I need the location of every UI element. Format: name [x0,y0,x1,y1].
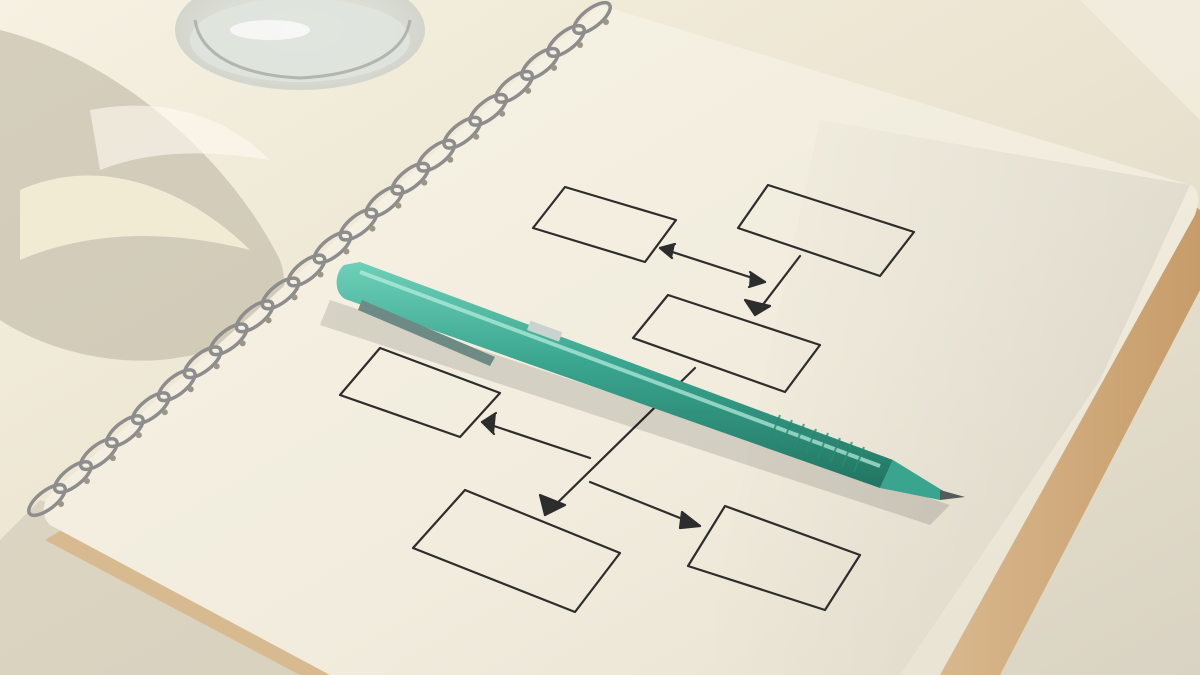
binding-hole [343,248,350,255]
spiral-binding [27,0,612,518]
arrowhead [678,510,702,530]
flowchart-box [531,185,678,264]
binding-hole [473,133,480,140]
binding-hole [577,41,584,48]
spiral-ring [572,0,612,36]
flowchart-box [736,183,916,278]
binding-hole [317,271,324,278]
pen-band [527,320,563,342]
flowchart-box [686,504,862,612]
spiral-ring [53,460,93,495]
spiral-ring [104,414,145,449]
spiral-ring [520,46,561,81]
arrowhead [480,411,498,436]
flowchart-arrow [658,246,767,284]
hand-drawn-flowchart [338,183,916,614]
arrowhead [747,270,767,289]
pen-tip-cone [880,460,945,500]
binding-hole [421,179,428,186]
spiral-ring [390,161,431,196]
pen-highlight [359,270,881,468]
glass-of-water [175,0,425,90]
pen-tip-point [940,490,965,500]
binding-hole [109,455,116,462]
spiral-ring [494,69,535,104]
flowchart-arrow [480,420,592,460]
binding-hole [551,64,558,71]
spiral-ring [234,299,275,334]
spiral-ring [442,115,483,150]
spiral-ring [364,184,405,219]
teal-ballpoint-pen [336,262,965,500]
pen-grip-ridges [769,414,865,473]
window-light [1080,0,1200,120]
binding-hole [291,294,298,301]
spiral-ring [286,253,327,288]
spiral-ring [182,345,223,380]
flowchart-box [338,346,502,439]
binding-hole [213,363,220,370]
binding-hole [135,432,142,439]
spiral-ring [27,482,67,518]
spiral-ring [338,207,379,242]
light-caustic [90,105,270,170]
binding-hole [447,156,454,163]
binding-hole [161,409,168,416]
spiral-ring [78,437,119,472]
arrowhead [658,242,677,260]
page-shading [700,120,1190,675]
spiral-ring [260,276,301,311]
binding-hole [369,225,376,232]
light-caustic [20,175,250,260]
spiral-ring [208,322,249,357]
binding-hole [187,386,194,393]
spiral-ring [130,391,171,426]
arrowhead [538,493,567,517]
pen-body [336,262,893,488]
binding-hole [603,19,609,25]
binding-hole [239,340,246,347]
binding-hole [395,202,402,209]
binding-hole [499,110,506,117]
arrowhead [743,298,772,317]
spiral-ring [156,368,197,403]
binding-hole [83,478,90,485]
spiral-ring [546,23,586,58]
binding-hole [58,501,64,507]
flowchart-box [631,293,822,394]
binding-hole [525,87,532,94]
spiral-ring [416,138,457,173]
spiral-ring [468,92,509,127]
binding-hole [265,317,272,324]
flowchart-box [411,488,622,614]
pen-clip [358,300,495,366]
spiral-ring [312,230,353,265]
